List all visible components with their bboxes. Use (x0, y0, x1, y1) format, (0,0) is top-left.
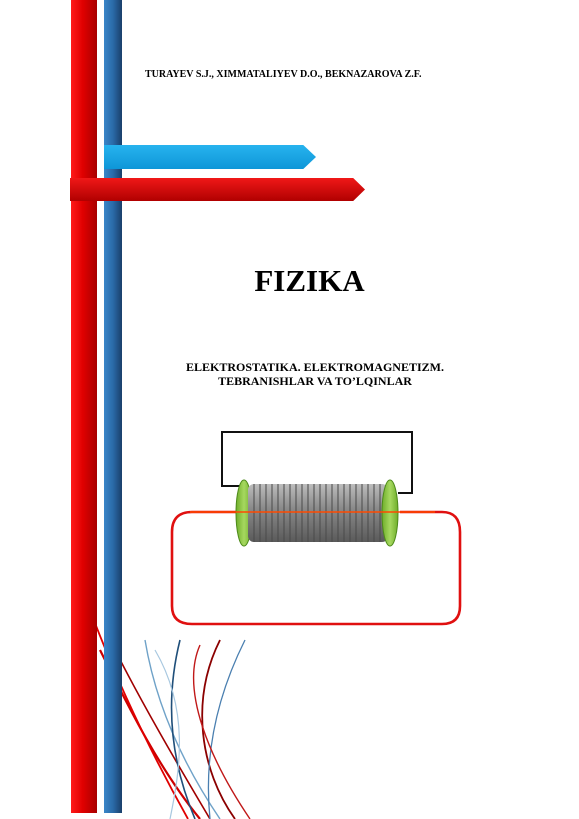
red-circuit-loop (170, 510, 462, 626)
coil-windings (253, 484, 381, 542)
book-title: FIZIKA (254, 263, 365, 298)
blue-arrow-banner (104, 145, 316, 169)
right-flange (381, 479, 399, 547)
subtitle-line-1: ELEKTROSTATIKA. ELEKTROMAGNETIZM. (186, 360, 444, 374)
authors-line: TURAYEV S.J., XIMMATALIYEV D.O., BEKNAZA… (145, 69, 422, 80)
coil-body (248, 484, 388, 542)
black-wire-loop (221, 431, 413, 494)
red-arrow-banner (70, 178, 365, 201)
book-subtitle: ELEKTROSTATIKA. ELEKTROMAGNETIZM. TEBRAN… (150, 360, 480, 388)
red-vertical-bar (71, 0, 97, 813)
blue-vertical-bar (104, 0, 122, 813)
solenoid-coil-illustration (170, 431, 462, 626)
subtitle-line-2: TEBRANISHLAR VA TO’LQINLAR (218, 374, 412, 388)
